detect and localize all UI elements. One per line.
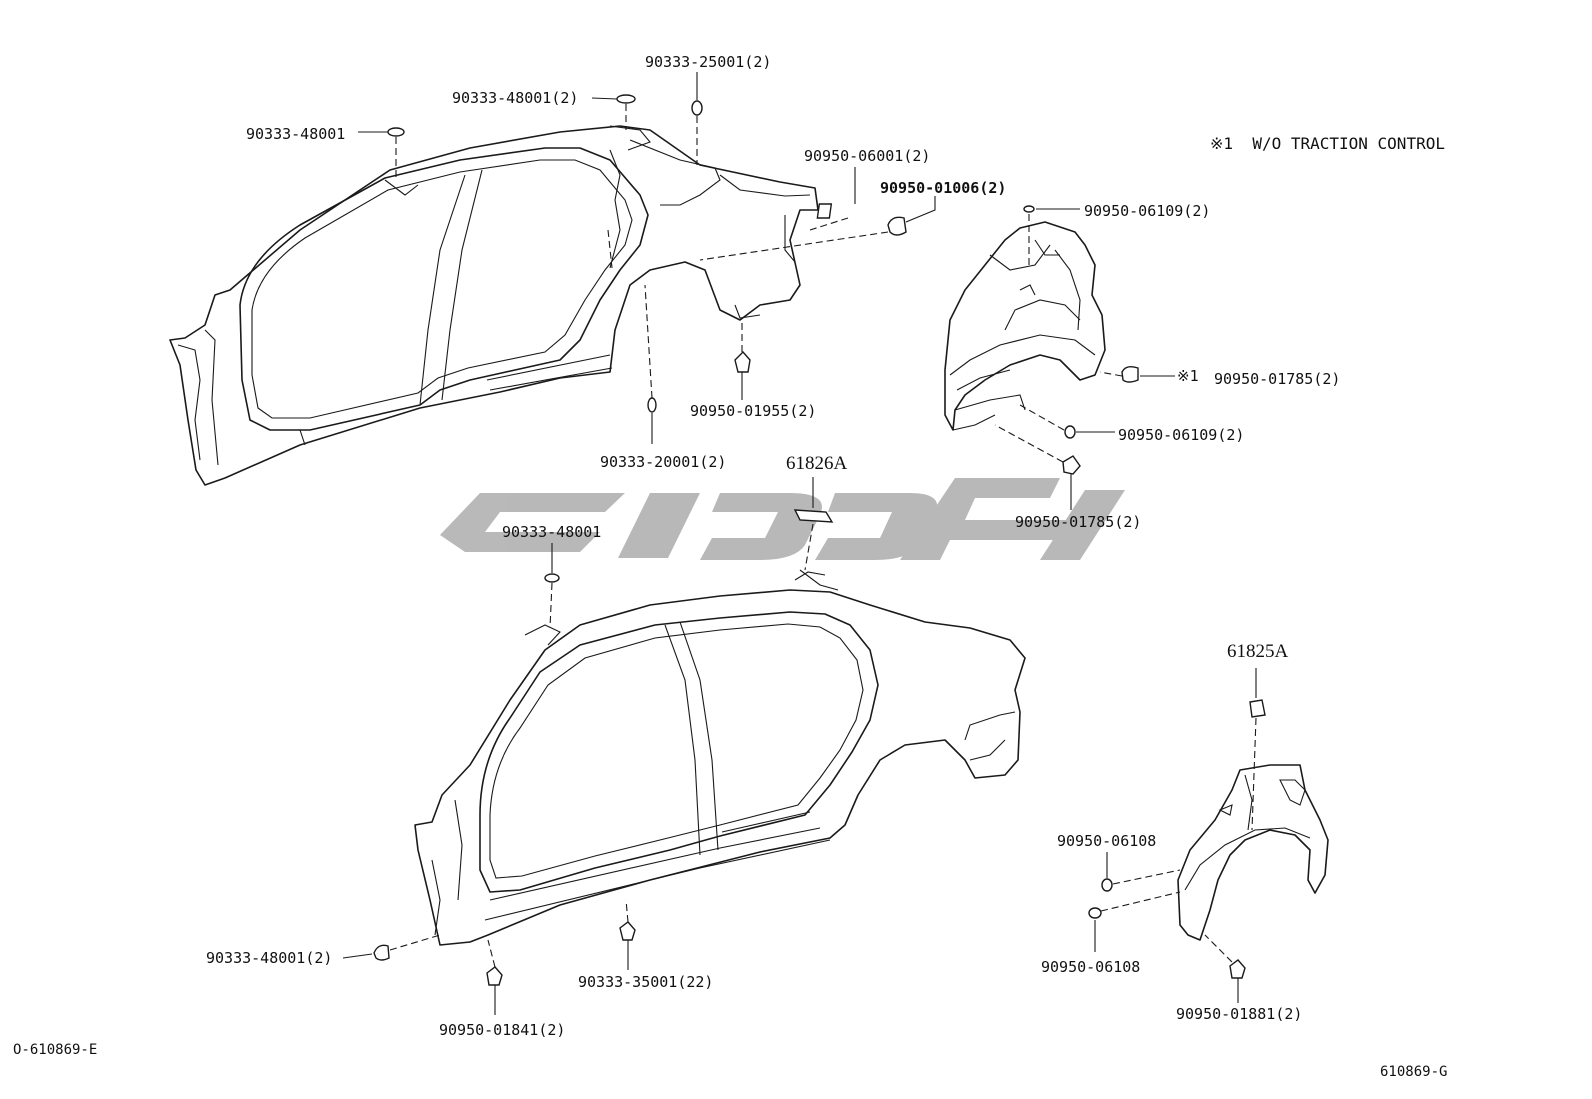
part-label[interactable]: 90950-01841(2) [439,1021,566,1039]
part-label[interactable]: 90950-06109(2) [1118,426,1245,444]
part-label[interactable]: 90950-01881(2) [1176,1005,1303,1023]
part-label[interactable]: 90950-06108 [1041,958,1141,976]
leader-lines [342,72,1257,1015]
rear-wheel-housing-inner [944,221,1106,431]
part-label[interactable]: 90333-48001 [502,523,602,541]
diagram-code-left: O-610869-E [13,1042,98,1058]
traction-note: ※1 W/O TRACTION CONTROL [1210,134,1445,153]
part-label[interactable]: 90950-01785(2) [1015,513,1142,531]
note-marker: ※1 [1210,134,1234,153]
part-label[interactable]: 90950-06109(2) [1084,202,1211,220]
part-label[interactable]: 61825A [1227,641,1289,662]
part-label[interactable]: 90333-20001(2) [600,453,727,471]
outer-side-panel [414,569,1026,946]
part-label[interactable]: 90333-48001 [246,125,346,143]
part-label[interactable]: 90950-01785(2) [1214,370,1341,388]
part-label[interactable]: 90950-06108 [1057,832,1157,850]
part-label[interactable]: 90950-06001(2) [804,147,931,165]
inner-side-panel [169,125,819,486]
rear-wheel-arch-extension [1177,764,1329,941]
diagram-code-right: 610869-G [1380,1064,1448,1080]
part-label[interactable]: 90333-48001(2) [206,949,333,967]
part-label[interactable]: 90333-25001(2) [645,53,772,71]
part-label[interactable]: 90950-01955(2) [690,402,817,420]
traction-marker: ※1 [1177,367,1199,385]
note-text: W/O TRACTION CONTROL [1252,134,1445,153]
part-label[interactable]: 90333-48001(2) [452,89,579,107]
fasteners [373,94,1266,986]
part-label[interactable]: 61826A [786,453,848,474]
part-label[interactable]: 90333-35001(22) [578,973,714,991]
part-label[interactable]: 90950-01006(2) [880,179,1007,197]
